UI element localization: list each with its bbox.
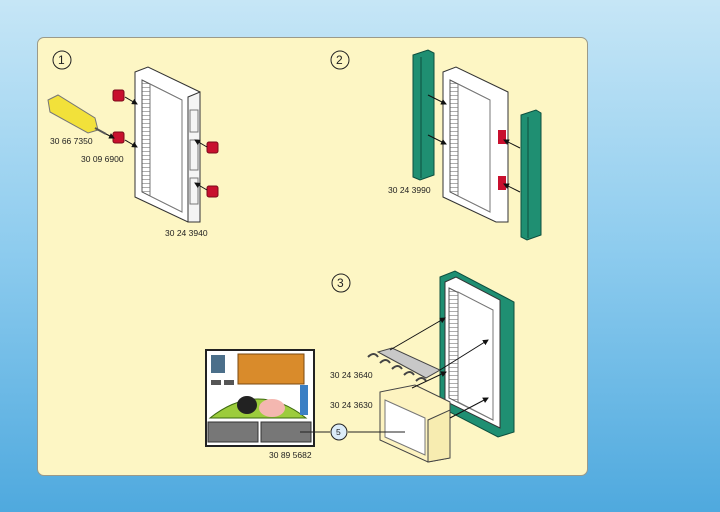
callout-number: 5	[336, 427, 341, 437]
frame-part	[442, 66, 509, 223]
green-side-panel-left	[412, 49, 435, 181]
step-number-badge	[331, 273, 351, 293]
red-clips	[112, 89, 219, 198]
part-number-box: 30 24 3630	[330, 400, 373, 410]
part-number-tool: 30 66 7350	[50, 136, 93, 146]
callout-badge	[330, 423, 348, 441]
green-side-panel-right	[520, 109, 542, 241]
sticker-sheet	[205, 349, 315, 447]
hook-bar	[367, 347, 442, 382]
step-3: 3	[205, 270, 515, 463]
arrows	[427, 94, 521, 193]
step-number: 1	[58, 53, 65, 67]
step-number-badge	[52, 50, 72, 70]
arrows	[105, 96, 208, 191]
part-number-sticker-sheet: 30 89 5682	[269, 450, 312, 460]
arrows	[389, 317, 489, 419]
drawer-box	[379, 384, 451, 463]
part-number-clip: 30 09 6900	[81, 154, 124, 164]
part-number-frame: 30 24 3940	[165, 228, 208, 238]
step-2: 2 30 24 3990	[330, 49, 542, 241]
step-number-badge	[330, 50, 350, 70]
frame-part	[134, 66, 201, 223]
step-1: 1 30 66 7350 30 09 6900	[47, 50, 219, 238]
screwdriver-tool	[47, 94, 107, 135]
part-number-side-panel: 30 24 3990	[388, 185, 431, 195]
part-number-hook-bar: 30 24 3640	[330, 370, 373, 380]
assembled-cabinet	[439, 270, 515, 438]
step-number: 3	[337, 276, 344, 290]
step-number: 2	[336, 53, 343, 67]
